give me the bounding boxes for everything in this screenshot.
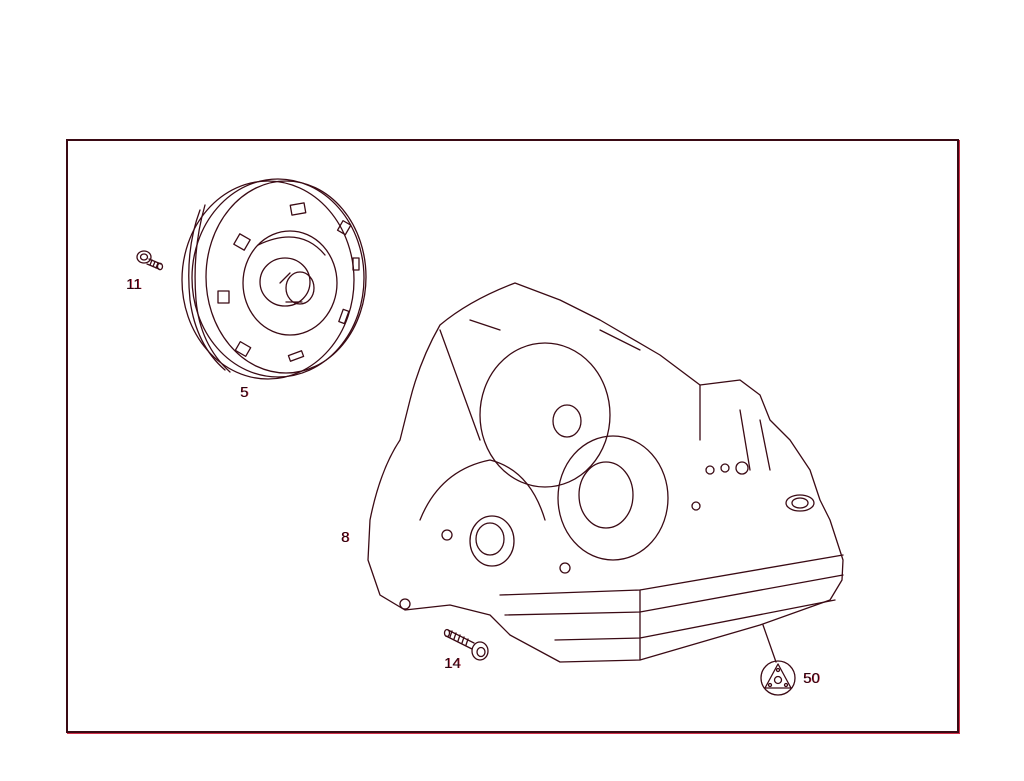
reference-symbol-icon bbox=[760, 660, 796, 696]
callout-8: 8 bbox=[341, 529, 350, 546]
callout-50: 50 bbox=[803, 670, 820, 687]
callout-5: 5 bbox=[240, 384, 249, 401]
callout-11: 11 bbox=[126, 276, 142, 293]
callout-14: 14 bbox=[444, 655, 461, 672]
bolt-11-icon bbox=[136, 250, 164, 271]
transmission-housing-icon bbox=[367, 282, 844, 663]
bolt-14-icon bbox=[443, 628, 489, 661]
leader-line-50 bbox=[762, 624, 777, 663]
diagram-frame bbox=[66, 139, 959, 733]
torque-converter-icon bbox=[181, 178, 367, 380]
